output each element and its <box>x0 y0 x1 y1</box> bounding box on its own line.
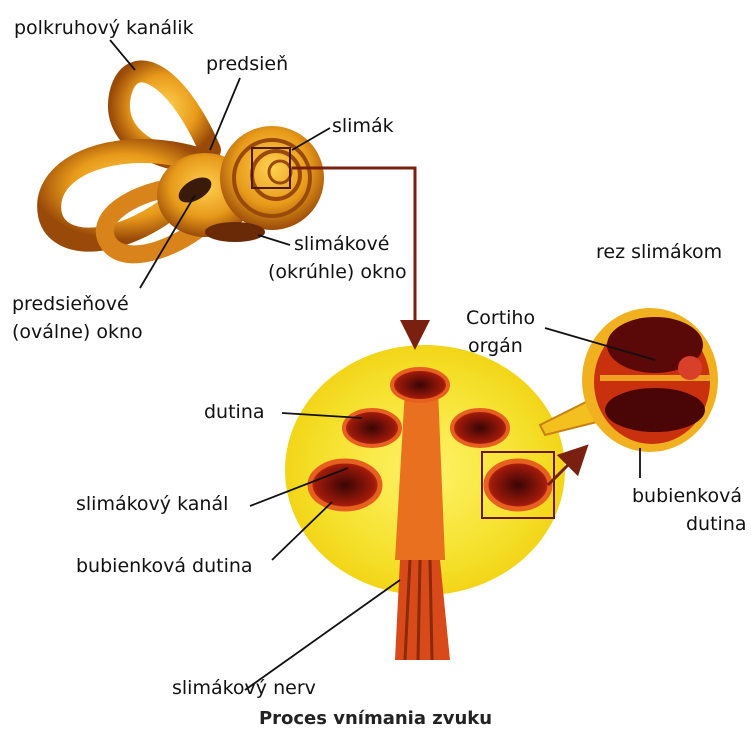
zoomed-section <box>540 308 718 452</box>
chamber-mid-left <box>344 410 400 446</box>
label-semicircular-canal: polkruhový kanálik <box>14 16 194 40</box>
label-cochlea-section: rez slimákom <box>596 240 722 264</box>
label-cochlea: slimák <box>332 114 394 138</box>
label-vestibule: predsieň <box>206 52 288 76</box>
label-tympanic-line1: bubienková <box>632 484 742 508</box>
chamber-low-right <box>486 461 550 509</box>
label-round-window-line1: slimákové <box>294 232 390 256</box>
label-organ-corti-line1: Cortiho <box>466 306 535 330</box>
label-cavity: dutina <box>204 400 265 424</box>
label-cochlear-duct: slimákový kanál <box>76 492 228 516</box>
cochlea-cross-section <box>285 345 565 660</box>
label-organ-corti-line2: orgán <box>468 334 523 358</box>
label-tympanic-cavity: bubienková dutina <box>76 554 253 578</box>
chamber-mid-right <box>452 410 508 446</box>
organ-of-corti <box>678 356 702 380</box>
chamber-top <box>392 369 448 401</box>
label-round-window-line2: (okrúhle) okno <box>268 260 407 284</box>
labyrinth-illustration <box>49 71 324 254</box>
round-window <box>205 222 265 242</box>
label-cochlear-nerve: slimákový nerv <box>172 676 316 700</box>
label-oval-window-line1: predsieňové <box>12 292 129 316</box>
figure-caption: Proces vnímania zvuku <box>0 708 751 729</box>
label-tympanic-line2: dutina <box>686 512 747 536</box>
label-oval-window-line2: (oválne) okno <box>12 320 143 344</box>
